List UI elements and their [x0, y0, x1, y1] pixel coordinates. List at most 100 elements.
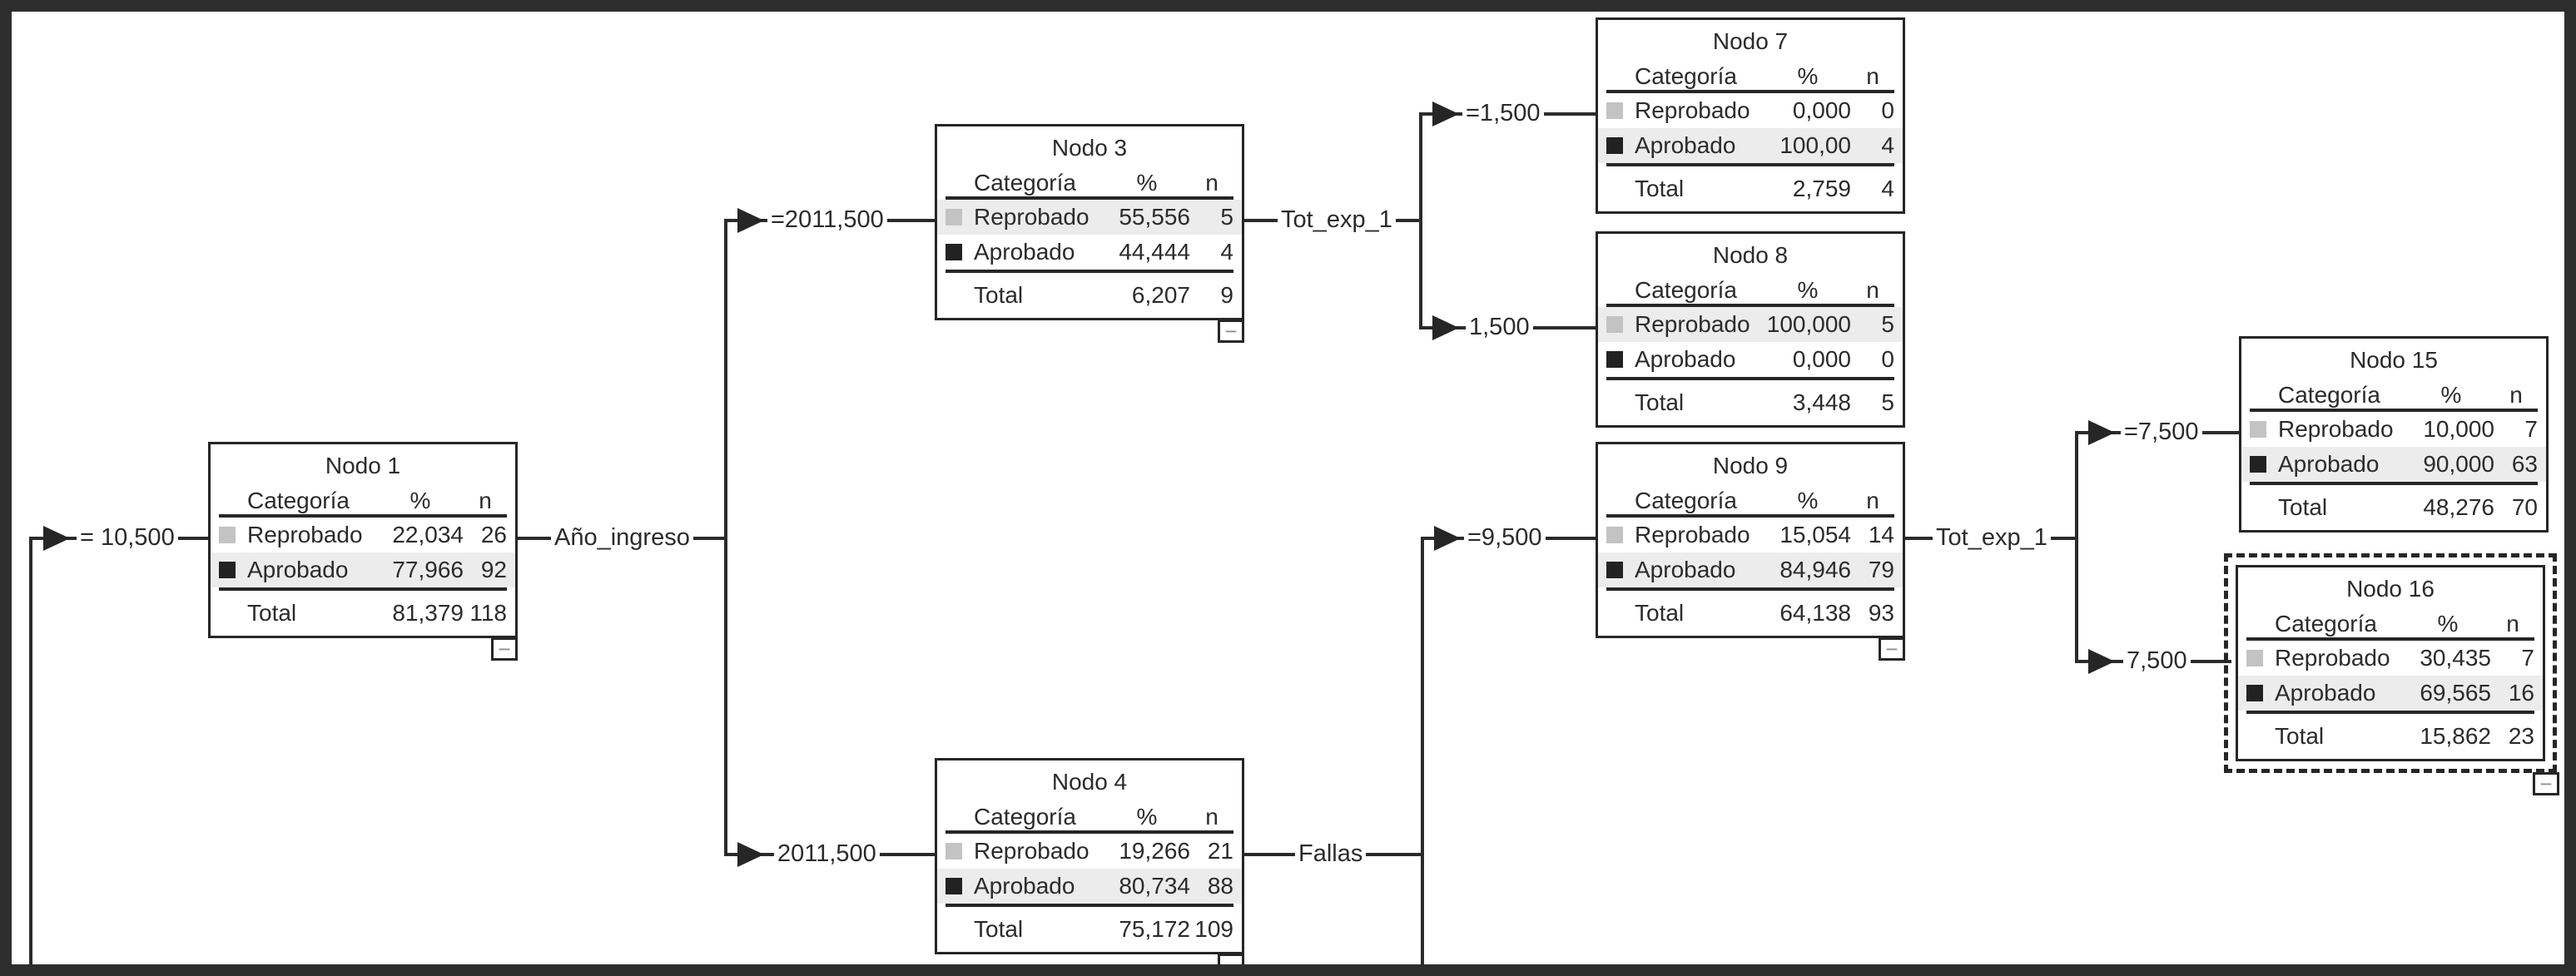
row-percent: 77,966: [392, 557, 464, 582]
total-divider: [219, 587, 507, 591]
total-divider: [946, 270, 1233, 273]
row-count: 0: [1881, 346, 1894, 372]
category-swatch-aprobado: [2246, 685, 2263, 701]
total-label: Total: [974, 916, 1024, 942]
node-nodo-4[interactable]: Nodo 4 Categoría % n Reprobado 19,266 21…: [935, 758, 1244, 976]
table-row-aprobado: Aprobado 69,565 16: [2238, 676, 2543, 711]
total-divider: [946, 904, 1233, 907]
node-nodo-1[interactable]: Nodo 1 Categoría % n Reprobado 22,034 26…: [208, 442, 518, 661]
node-title: Nodo 15: [2350, 347, 2438, 373]
total-count: 23: [2508, 723, 2534, 749]
row-count: 88: [1207, 873, 1233, 899]
total-percent: 6,207: [1131, 282, 1190, 308]
branch-arrow-root: [43, 526, 70, 551]
node-nodo-15[interactable]: Nodo 15 Categoría % n Reprobado 10,000 7…: [2239, 336, 2549, 533]
row-count: 0: [1881, 97, 1894, 123]
edge-label-n9-split: Tot_exp_1: [1933, 523, 2051, 552]
table-row-aprobado: Aprobado 84,946 79: [1598, 552, 1903, 587]
total-count: 70: [2511, 494, 2538, 520]
total-label: Total: [1635, 176, 1685, 201]
edge-label-to-n9: =9,500: [1464, 523, 1546, 552]
row-category: Reprobado: [1635, 311, 1750, 337]
total-divider: [2246, 711, 2534, 714]
node-nodo-16[interactable]: Nodo 16 Categoría % n Reprobado 30,435 7…: [2236, 565, 2545, 761]
row-count: 26: [480, 522, 507, 547]
table-row-total: Total 2,759 4: [1598, 166, 1903, 211]
column-header-category: Categoría: [2275, 611, 2377, 637]
connector-root-feeder-vertical: [29, 538, 32, 964]
table-row-aprobado: Aprobado 0,000 0: [1598, 342, 1903, 377]
column-header-n: n: [2506, 611, 2519, 637]
row-category: Aprobado: [974, 239, 1075, 265]
node-nodo-9[interactable]: Nodo 9 Categoría % n Reprobado 15,054 14…: [1596, 442, 1905, 661]
row-category: Reprobado: [247, 522, 363, 547]
edge-label-to-n15: =7,500: [2121, 418, 2202, 446]
table-row-total: Total 48,276 70: [2241, 485, 2546, 530]
branch-arrow-n15: [2088, 420, 2115, 445]
total-label: Total: [974, 282, 1024, 308]
row-percent: 69,565: [2420, 680, 2491, 706]
total-count: 4: [1881, 176, 1894, 201]
node-nodo-3[interactable]: Nodo 3 Categoría % n Reprobado 55,556 5 …: [935, 124, 1244, 343]
collapse-button[interactable]: −: [1879, 637, 1905, 661]
row-percent: 30,435: [2420, 645, 2491, 671]
category-swatch-reprobado: [2250, 421, 2266, 438]
category-swatch-aprobado: [219, 562, 236, 578]
row-category: Aprobado: [1635, 557, 1736, 582]
branch-arrow-n16: [2088, 649, 2115, 674]
collapse-button[interactable]: −: [491, 637, 518, 661]
row-percent: 0,000: [1792, 97, 1851, 123]
row-count: 14: [1868, 522, 1894, 547]
total-count: 93: [1868, 600, 1894, 626]
row-count: 63: [2511, 451, 2538, 477]
total-label: Total: [2278, 494, 2328, 520]
collapse-button[interactable]: −: [2533, 772, 2559, 795]
category-swatch-reprobado: [219, 527, 236, 543]
row-category: Reprobado: [974, 204, 1089, 230]
branch-arrow-n7: [1432, 102, 1459, 126]
edge-label-to-n3: =2011,500: [767, 206, 887, 234]
table-row-total: Total 75,172 109: [937, 907, 1242, 952]
node-table-header: Categoría % n: [1606, 274, 1894, 307]
category-swatch-aprobado: [2250, 456, 2266, 473]
category-swatch-reprobado: [2246, 650, 2263, 666]
row-count: 4: [1881, 132, 1894, 158]
column-header-n: n: [1205, 170, 1219, 196]
column-header-category: Categoría: [1635, 277, 1737, 303]
connector-trunk-n3: [1419, 114, 1422, 329]
total-divider: [2250, 482, 2538, 485]
node-title: Nodo 8: [1712, 242, 1789, 268]
node-title: Nodo 4: [1051, 769, 1128, 795]
table-row-total: Total 15,862 23: [2238, 714, 2543, 759]
column-header-category: Categoría: [974, 804, 1076, 830]
node-table-header: Categoría % n: [219, 484, 507, 518]
edge-label-n4-split: Fallas: [1295, 840, 1367, 868]
edge-label-to-n4: 2011,500: [774, 840, 880, 868]
row-percent: 19,266: [1119, 838, 1190, 864]
node-nodo-7[interactable]: Nodo 7 Categoría % n Reprobado 0,000 0 A…: [1596, 17, 1905, 214]
column-header-n: n: [1866, 63, 1879, 89]
row-percent: 44,444: [1119, 239, 1190, 265]
node-nodo-8[interactable]: Nodo 8 Categoría % n Reprobado 100,000 5…: [1596, 231, 1905, 428]
connector-trunk-n9: [2075, 433, 2078, 661]
row-count: 21: [1207, 838, 1233, 864]
total-percent: 48,276: [2423, 494, 2494, 520]
row-percent: 80,734: [1119, 873, 1190, 899]
row-count: 4: [1220, 239, 1233, 265]
row-percent: 0,000: [1792, 346, 1851, 372]
category-swatch-aprobado: [1606, 137, 1623, 154]
table-row-total: Total 6,207 9: [937, 273, 1242, 318]
column-header-category: Categoría: [1635, 63, 1737, 89]
collapse-button[interactable]: −: [1218, 320, 1244, 343]
row-count: 79: [1868, 557, 1894, 582]
total-label: Total: [2275, 723, 2325, 749]
column-header-percent: %: [409, 488, 431, 513]
collapse-button[interactable]: −: [1218, 954, 1244, 976]
column-header-percent: %: [1136, 804, 1158, 830]
node-table-header: Categoría % n: [2246, 607, 2534, 641]
edge-label-root-in: = 10,500: [77, 523, 178, 552]
row-count: 5: [1881, 311, 1894, 337]
node-table-header: Categoría % n: [946, 800, 1233, 834]
table-row-reprobado: Reprobado 15,054 14: [1598, 518, 1903, 552]
